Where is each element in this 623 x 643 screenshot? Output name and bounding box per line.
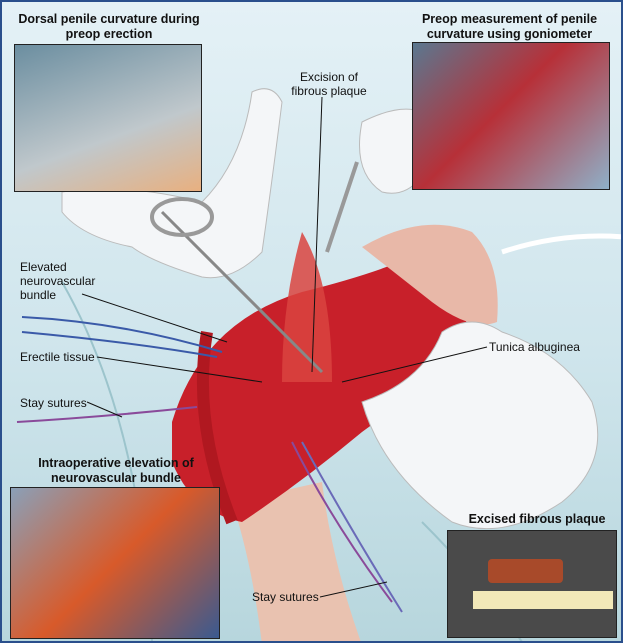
photo-intraoperative [10, 487, 220, 639]
suture-blue [21, 316, 223, 353]
label-tunica: Tunica albuginea [489, 340, 580, 354]
right-glove [361, 321, 599, 530]
ruler [473, 591, 613, 609]
skin-shaft [232, 482, 361, 641]
inset-title-top-right: Preop measurement of penile curvature us… [421, 12, 598, 41]
forceps [325, 161, 359, 253]
glans [362, 224, 498, 325]
photo-preop-erection [14, 44, 202, 192]
plaque-flap [282, 232, 332, 382]
label-erectile-tissue: Erectile tissue [20, 350, 95, 364]
inset-title-bottom-left: Intraoperative elevation of neurovascula… [38, 456, 194, 485]
inset-title-bottom-right: Excised fibrous plaque [468, 512, 606, 526]
plaque-specimen [488, 559, 563, 583]
photo-excised-plaque [447, 530, 617, 638]
scissors [160, 210, 324, 374]
photo-goniometer [412, 42, 610, 190]
inset-title-top-left: Dorsal penile curvature during preop ere… [18, 12, 200, 41]
erectile-tissue-shape [172, 252, 472, 522]
label-neurovascular: Elevated neurovascular bundle [20, 260, 96, 302]
label-excision: Excision of fibrous plaque [291, 70, 367, 98]
label-stay-sutures: Stay sutures [20, 396, 87, 410]
label-stay-sutures-bottom: Stay sutures [252, 590, 319, 604]
suture-purple [16, 406, 198, 423]
